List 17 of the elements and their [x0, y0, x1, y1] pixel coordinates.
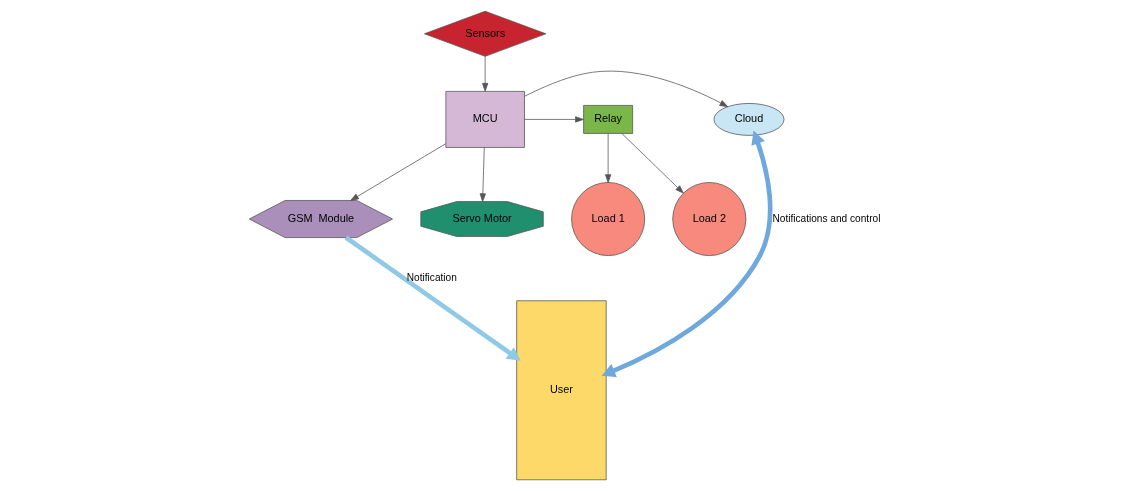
arrow: [524, 70, 729, 108]
arrow: [621, 133, 684, 194]
arrow: [479, 147, 486, 202]
arrow: [524, 116, 584, 123]
arrow: [344, 235, 521, 361]
node-box: User: [516, 300, 607, 481]
arrow: [605, 133, 612, 183]
node-ellipse: Cloud: [713, 103, 785, 136]
edge-label: Notification: [406, 271, 457, 283]
node-box: Relay: [583, 105, 634, 134]
edge-label: Notifications and control: [772, 212, 881, 224]
arrow: [350, 143, 447, 201]
node-box: MCU: [445, 91, 525, 148]
arrow: [482, 56, 489, 92]
node-circle: Load 1: [571, 182, 646, 256]
arrow: [601, 130, 773, 378]
node-diamond: Sensors: [424, 10, 547, 57]
